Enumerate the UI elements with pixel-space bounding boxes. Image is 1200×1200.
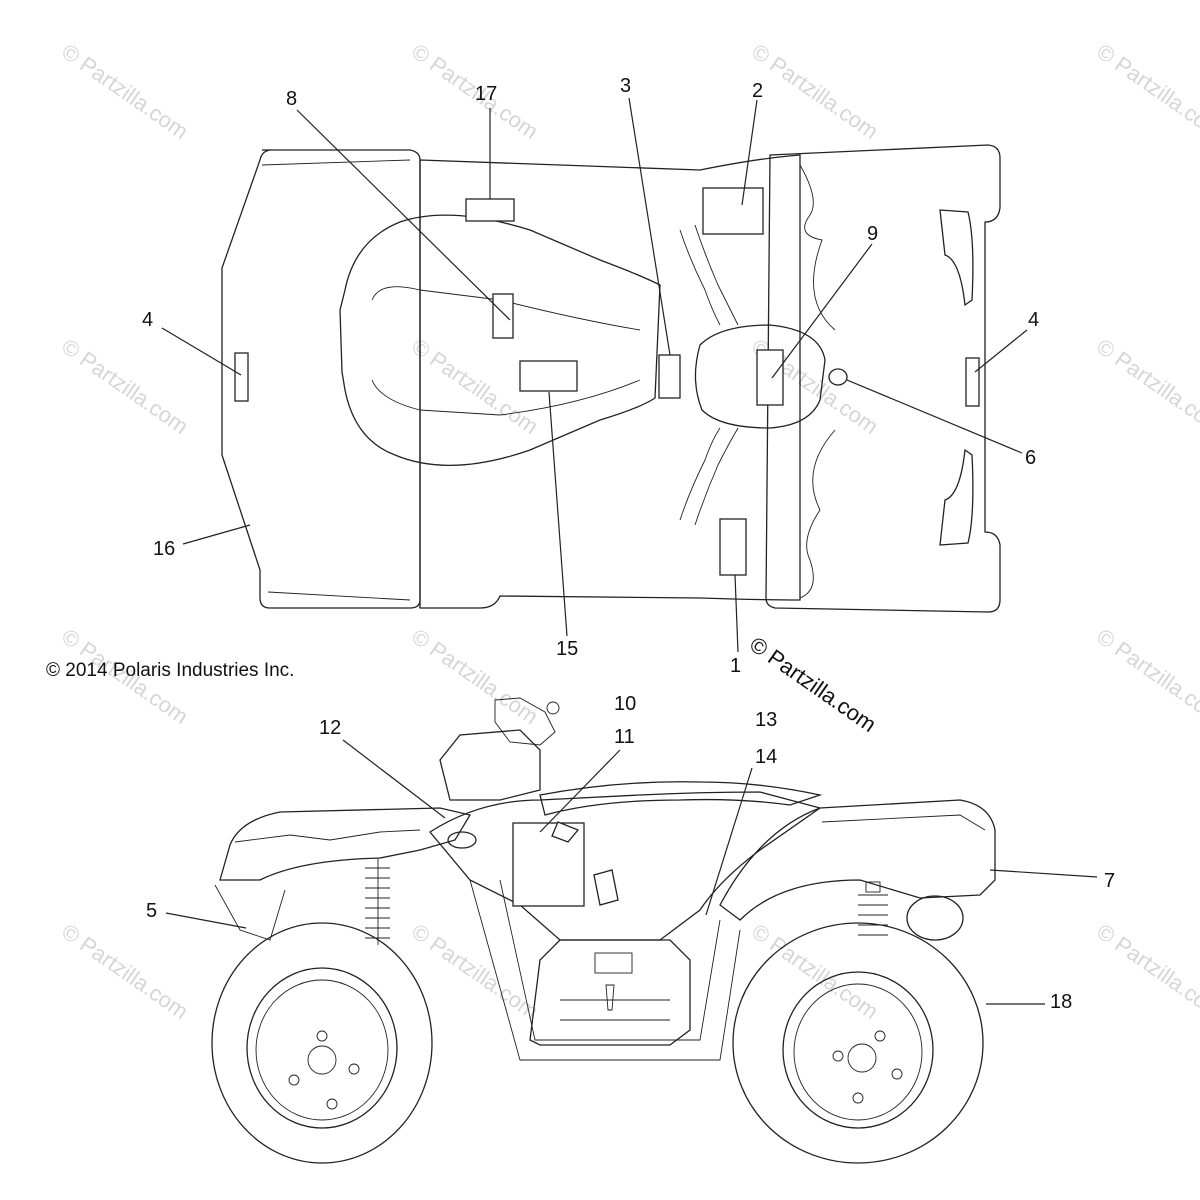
callout-6: 6 [1025,447,1036,469]
body-center-side [429,791,822,941]
watermark: © Partzilla.com [1092,919,1200,1025]
rear-fender-outline [221,149,421,609]
rear-shock [365,858,390,945]
decal-15 [519,360,578,392]
atv-side-view [211,697,996,1164]
front-vent-lower [939,448,974,546]
front-vent-upper [939,209,974,307]
gas-cap [828,368,848,386]
watermark: © Partzilla.com [57,919,193,1025]
decal-2 [702,187,764,235]
atv-top-view [221,144,1001,613]
decal-3 [658,354,681,399]
watermark: © Partzilla.com [1092,39,1200,145]
watermark: © Partzilla.com [407,624,543,730]
front-fender-outline [765,144,1001,613]
callout-14: 14 [755,746,777,768]
callout-7: 7 [1104,870,1115,892]
callout-10: 10 [614,693,636,715]
leader-lines [161,97,1098,1005]
watermark: © Partzilla.com [747,919,883,1025]
decal-4-rear [234,352,249,402]
decal-9 [756,349,784,406]
front-wheel [732,922,984,1164]
front-shock [858,881,888,936]
watermark: © Partzilla.com [1092,624,1200,730]
callout-3: 3 [620,75,631,97]
callout-15: 15 [556,638,578,660]
footwell-side [529,939,691,1046]
watermark: © Partzilla.com [57,334,193,440]
front-fender-side [719,799,996,921]
rear-fender-side [219,807,472,881]
seat-side [539,781,823,816]
callout-1: 1 [730,655,741,677]
callout-11: 11 [614,726,635,748]
console-side [439,729,541,801]
callout-labels: 8 17 3 2 4 4 9 6 16 15 1 10 13 12 11 14 … [142,75,1115,1013]
decal-17 [465,198,515,222]
callout-12: 12 [319,717,341,739]
watermark: © Partzilla.com [1092,334,1200,440]
callout-2: 2 [752,80,763,102]
callout-5: 5 [146,900,157,922]
callout-8: 8 [286,88,297,110]
handlebar-pod-outline [694,324,826,429]
callout-13: 13 [755,709,777,731]
decal-small-tab [551,821,580,843]
callout-4-front: 4 [1028,309,1039,331]
copyright-notice: © 2014 Polaris Industries Inc. [46,660,294,681]
watermark: © Partzilla.com [57,39,193,145]
watermark: © Partzilla.com [747,39,883,145]
callout-4-rear: 4 [142,309,153,331]
callout-18: 18 [1050,991,1072,1013]
callout-16: 16 [153,538,175,560]
callout-9: 9 [867,223,878,245]
seat-outline [339,214,661,466]
decal-1 [719,518,747,576]
rear-wheel [211,922,433,1164]
decal-4-front [965,357,980,407]
decal-tank-slot [593,869,619,906]
callout-17: 17 [475,83,497,105]
decal-8 [492,293,514,339]
